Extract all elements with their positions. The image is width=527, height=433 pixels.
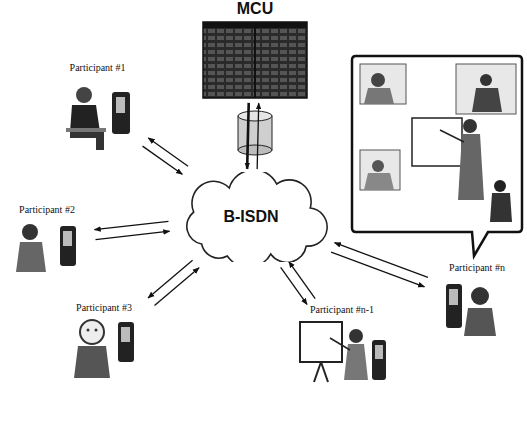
participant-station: Participant #2 [2, 204, 92, 276]
participant-station: Participant #n-1 [289, 304, 395, 386]
network-cloud: B-ISDN [172, 172, 330, 262]
mcu-rack [203, 22, 307, 98]
participant-figure [74, 320, 134, 378]
pipe-cylinder [238, 111, 272, 155]
participant-label: Participant #1 [52, 62, 143, 74]
network-link-arrow [143, 146, 183, 174]
participant-label: Participant #n-1 [289, 304, 395, 316]
participant-label: Participant #n [429, 262, 525, 274]
network-link-arrow [289, 262, 315, 299]
mcu-link-arrow [247, 103, 249, 169]
network-link-arrow [148, 260, 193, 298]
participant-figure [300, 322, 386, 382]
mcu-label: MCU [182, 0, 328, 18]
mcu-link-arrow [257, 103, 259, 169]
video-bubble [352, 56, 522, 256]
participant-label: Participant #2 [2, 204, 92, 216]
network-label: B-ISDN [223, 208, 278, 226]
network-link-arrow [96, 231, 170, 239]
network-link-arrow [281, 267, 307, 304]
participant-figure [446, 284, 496, 336]
participant-label: Participant #3 [59, 302, 149, 314]
network-link-arrow [94, 221, 168, 229]
participant-station: Participant #3 [59, 302, 149, 382]
network-link-arrow [335, 243, 428, 278]
participant-station: Participant #n [429, 262, 525, 340]
mcu-box: MCU [182, 0, 328, 100]
network-link-arrow [331, 252, 424, 287]
network-link-arrow [148, 138, 188, 166]
participant-figure [16, 224, 76, 272]
participant-station: Participant #1 [52, 62, 143, 154]
participant-figure [66, 87, 130, 150]
